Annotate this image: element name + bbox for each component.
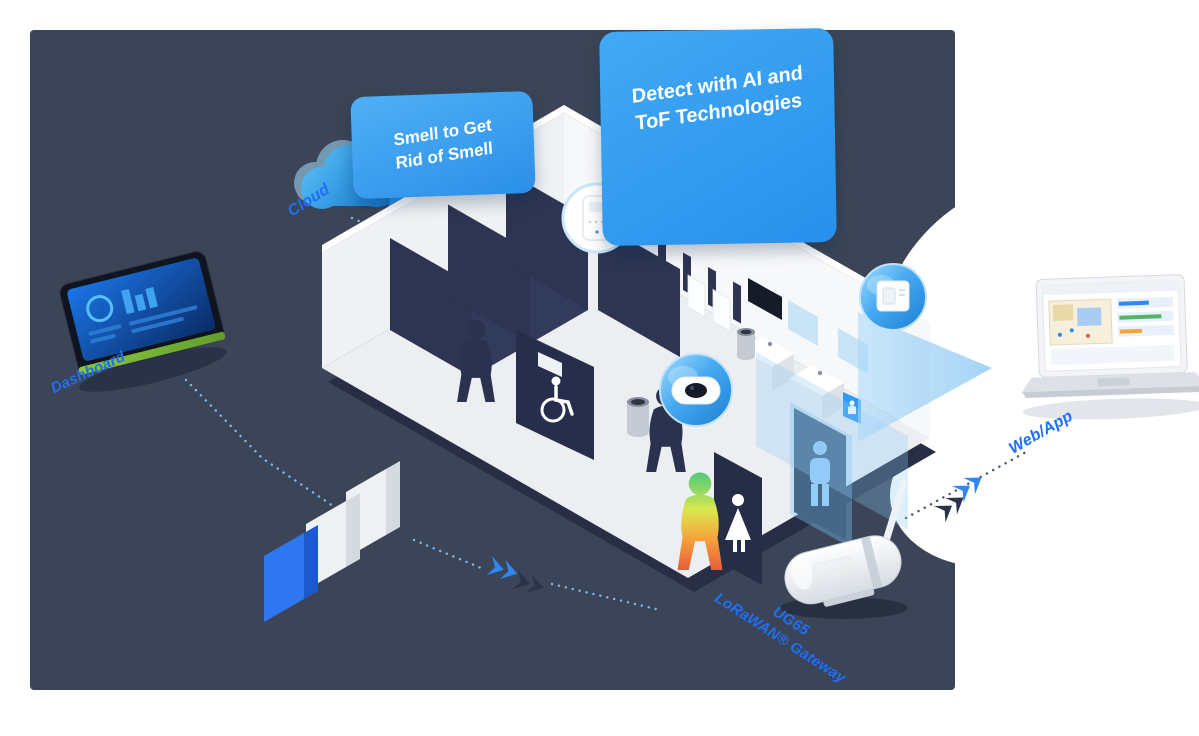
toilet-stalls [390, 171, 680, 377]
accessible-door [516, 330, 594, 460]
detection-zone-overlay [756, 352, 908, 530]
trash-bin [627, 397, 649, 437]
female-pictogram-icon [725, 494, 751, 552]
detection-glass-panel [790, 402, 852, 548]
dashboard-tablet [59, 251, 227, 392]
stat-bar-blue [264, 525, 318, 622]
stat-bar-white [346, 461, 400, 558]
gateway-highlight [791, 558, 813, 590]
smell-callout: Smell to Get Rid of Smell [350, 90, 536, 200]
dashboard-bottom-panel [1050, 344, 1175, 366]
gateway-body [784, 535, 902, 607]
laptop-shadow [1022, 398, 1199, 420]
dashboard-top-bar [1042, 280, 1179, 296]
stall-partition [448, 204, 530, 344]
occupancy-sign [843, 392, 861, 424]
detect-callout-text: Detect with AI and ToF Technologies [599, 14, 836, 143]
screen-donut-chart [86, 295, 114, 323]
gateway-logo-strip [812, 556, 853, 574]
male-pictogram-icon [810, 441, 830, 506]
accessible-door-sign [538, 352, 562, 377]
mid-partition [598, 222, 680, 357]
lorawan-gateway [780, 478, 908, 619]
laptop-trackpad [1097, 377, 1130, 387]
womens-door [714, 452, 762, 585]
detect-callout: Detect with AI and ToF Technologies [599, 27, 837, 247]
wheelchair-icon [540, 376, 574, 423]
tablet-green-edge [78, 331, 226, 375]
tof-sensor-device [659, 353, 733, 427]
dotted-arrows-to-gateway [550, 582, 662, 612]
gateway-ring [860, 536, 883, 589]
data-beam [858, 312, 992, 442]
stall-partition [506, 171, 588, 310]
dotted-dashboard-to-bars [184, 378, 338, 510]
chevron-arrows-icon [486, 556, 546, 598]
hand-dryer [748, 278, 782, 320]
trash-bin [737, 328, 755, 360]
sink [790, 365, 844, 420]
screen-bar-chart [121, 287, 158, 315]
mens-door [790, 402, 852, 548]
tablet-shadow [79, 347, 227, 392]
laptop-front-edge [1021, 385, 1199, 398]
dotted-bars-to-arrows [412, 538, 488, 572]
map-room-shape [1077, 307, 1102, 327]
mirror [788, 300, 818, 346]
screen-text-lines [88, 305, 198, 344]
dashboard-side-panels [1116, 296, 1175, 337]
wall-switch-device [859, 263, 927, 331]
stall-partition [390, 238, 472, 377]
stat-bars [264, 461, 400, 622]
map-room-shape [1052, 304, 1074, 321]
laptop [1021, 274, 1199, 420]
dotted-gateway-to-laptop [904, 450, 1028, 520]
white-glow-arrows [890, 423, 1080, 567]
